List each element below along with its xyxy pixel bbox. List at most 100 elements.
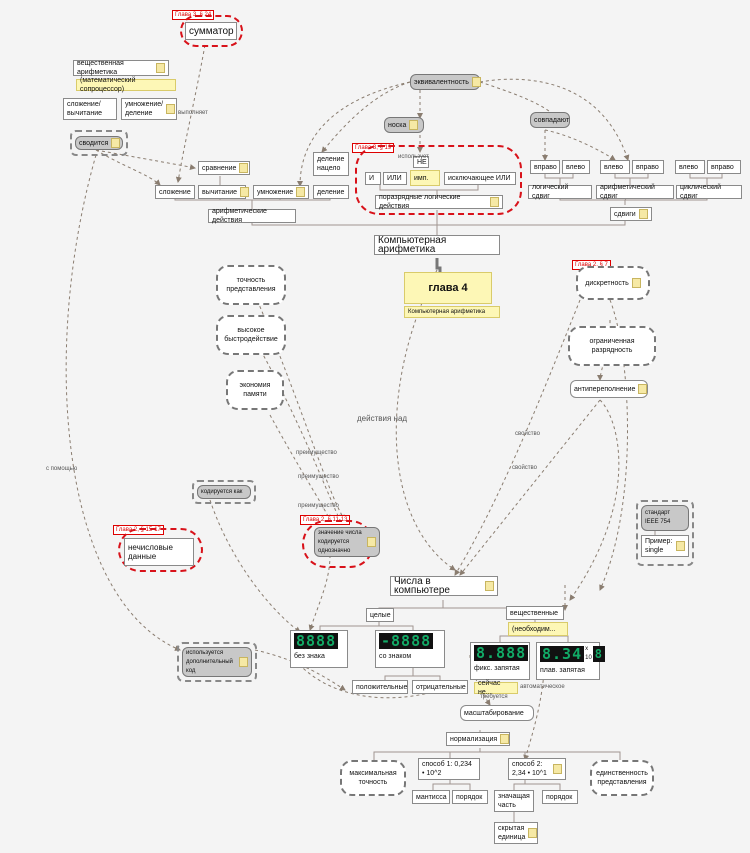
node-equivalence[interactable]: эквивалентность: [410, 74, 481, 90]
node-right3[interactable]: вправо: [707, 160, 741, 174]
node-adder[interactable]: сумматор: [185, 22, 237, 40]
note-icon: [638, 384, 648, 394]
note-icon: [367, 537, 376, 547]
node-comp-arith[interactable]: Компьютерная арифметика: [374, 235, 500, 255]
note-icon: [490, 197, 499, 207]
edge-label: требуется: [480, 694, 508, 700]
node-addcode-frame: используется дополнительный код: [177, 642, 257, 682]
node-impl[interactable]: имп.: [410, 170, 440, 186]
node-bitwise[interactable]: поразрядные логические действия: [375, 194, 503, 210]
node-real-arith[interactable]: вещественная арифметика: [73, 60, 169, 76]
node-arith-actions[interactable]: арифметические действия: [208, 208, 296, 224]
node-uniqueness[interactable]: единственность представления: [590, 760, 654, 796]
note-icon: [553, 764, 562, 774]
node-negation[interactable]: носка: [384, 117, 424, 133]
node-nonnumeric[interactable]: нечисловые данные: [124, 538, 194, 566]
node-positive[interactable]: положительные: [352, 680, 408, 694]
node-converge-frame: сводится: [70, 130, 128, 156]
node-memory[interactable]: экономия памяти: [226, 370, 284, 410]
node-chapter4-note: Компьютерная арифметика: [404, 306, 500, 318]
node-compare[interactable]: сравнение: [198, 161, 250, 175]
node-multiplication[interactable]: умножение: [253, 185, 309, 199]
node-and[interactable]: И: [365, 172, 381, 185]
node-standard[interactable]: стандарт IEEE 754: [641, 505, 689, 531]
node-chapter4[interactable]: глава 4: [404, 272, 492, 304]
node-normalization[interactable]: нормализация: [446, 732, 510, 746]
node-number-meaning[interactable]: значение числа кодируется однозначно: [314, 527, 380, 557]
note-icon: [166, 104, 176, 114]
node-way2[interactable]: способ 2: 2,34 • 10^1: [508, 758, 566, 780]
note-icon: [676, 541, 685, 551]
signed-display: -8888: [379, 632, 434, 650]
node-scaling[interactable]: масштабирование: [460, 705, 534, 721]
note-icon: [239, 657, 248, 667]
node-now-not[interactable]: сейчас не...: [474, 680, 518, 696]
note-icon: [409, 120, 419, 130]
node-way1[interactable]: способ 1: 0,234 • 10^2: [418, 758, 480, 780]
node-overflow[interactable]: антипереполнение: [570, 380, 648, 398]
note-icon: [156, 63, 165, 73]
node-coincide[interactable]: совпадают: [530, 112, 570, 128]
edge-label: использует: [398, 154, 429, 160]
node-left3[interactable]: влево: [675, 160, 705, 174]
note-icon: [528, 828, 538, 838]
node-right2[interactable]: вправо: [632, 160, 664, 174]
node-discreteness[interactable]: дискретность: [576, 266, 650, 300]
fixed-display: 8.888: [474, 644, 529, 662]
node-encoded-frame: кодируется как: [192, 480, 256, 504]
note-icon: [631, 278, 641, 288]
node-mantissa[interactable]: мантисса: [412, 790, 450, 804]
node-integers[interactable]: целые: [366, 608, 394, 622]
node-order2[interactable]: порядок: [542, 790, 578, 804]
node-add-sub[interactable]: сложение/ вычитание: [63, 98, 117, 120]
node-example[interactable]: Пример: single: [641, 535, 689, 557]
node-max-precision[interactable]: максимальная точность: [340, 760, 406, 796]
edge-label: свойство: [515, 431, 541, 437]
node-sig-part[interactable]: значащая часть: [494, 790, 534, 812]
node-division[interactable]: деление: [313, 185, 349, 199]
node-floating[interactable]: 8.34 x 10 8 плав. запятая: [536, 642, 606, 680]
note-icon: [296, 187, 306, 197]
node-converge[interactable]: сводится: [75, 136, 123, 150]
node-int-div[interactable]: деление нацело: [313, 152, 349, 176]
node-precision[interactable]: точность представления: [216, 265, 286, 305]
node-addcode[interactable]: используется дополнительный код: [182, 647, 252, 677]
node-numbers[interactable]: Числа в компьютере: [390, 576, 498, 596]
node-mul-div[interactable]: умножение/ деление: [121, 98, 177, 120]
note-icon: [239, 163, 249, 173]
cloud-nonnumeric: [118, 528, 203, 572]
node-subtraction[interactable]: вычитание: [198, 185, 249, 199]
node-not[interactable]: НЕ: [413, 156, 429, 168]
node-encoded-as[interactable]: кодируется как: [197, 485, 251, 499]
node-math-coproc[interactable]: (математический сопроцессор): [76, 77, 176, 93]
node-shifts[interactable]: сдвиги: [610, 207, 652, 221]
node-or[interactable]: ИЛИ: [383, 172, 407, 185]
node-limited[interactable]: ограниченная разрядность: [568, 326, 656, 366]
node-left2[interactable]: влево: [600, 160, 630, 174]
edge-label: выполняет: [178, 110, 208, 116]
edge-label: преимущество: [298, 474, 339, 480]
node-addition[interactable]: сложение: [155, 185, 195, 199]
node-signed[interactable]: -8888 со знаком: [375, 630, 445, 668]
node-xor[interactable]: исключающее ИЛИ: [444, 172, 516, 185]
node-hidden-unit[interactable]: скрытая единица: [494, 822, 538, 844]
node-left1[interactable]: влево: [562, 160, 590, 174]
edge-label: свойство: [512, 465, 538, 471]
floating-display: 8.34: [540, 645, 585, 663]
note-icon: [638, 209, 648, 219]
note-icon: [485, 581, 494, 591]
edge-label: преимущество: [296, 450, 337, 456]
node-order1[interactable]: порядок: [452, 790, 488, 804]
node-speed[interactable]: высокое быстродействие: [216, 315, 286, 355]
node-arith-shift[interactable]: арифметический сдвиг: [596, 184, 674, 200]
node-logic-shift[interactable]: логический сдвиг: [528, 184, 592, 200]
node-unsigned[interactable]: 8888 без знака: [290, 630, 348, 668]
edge-label: действия над: [357, 414, 408, 423]
node-fixed[interactable]: 8.888 фикс. запятая: [470, 642, 530, 680]
node-right1[interactable]: вправо: [530, 160, 560, 174]
unsigned-display: 8888: [294, 632, 339, 650]
node-negative[interactable]: отрицательные: [412, 680, 468, 694]
node-reals[interactable]: вещественные: [506, 606, 564, 620]
node-necessity[interactable]: (необходим...: [508, 622, 568, 636]
node-cyclic-shift[interactable]: циклический сдвиг: [676, 184, 742, 200]
